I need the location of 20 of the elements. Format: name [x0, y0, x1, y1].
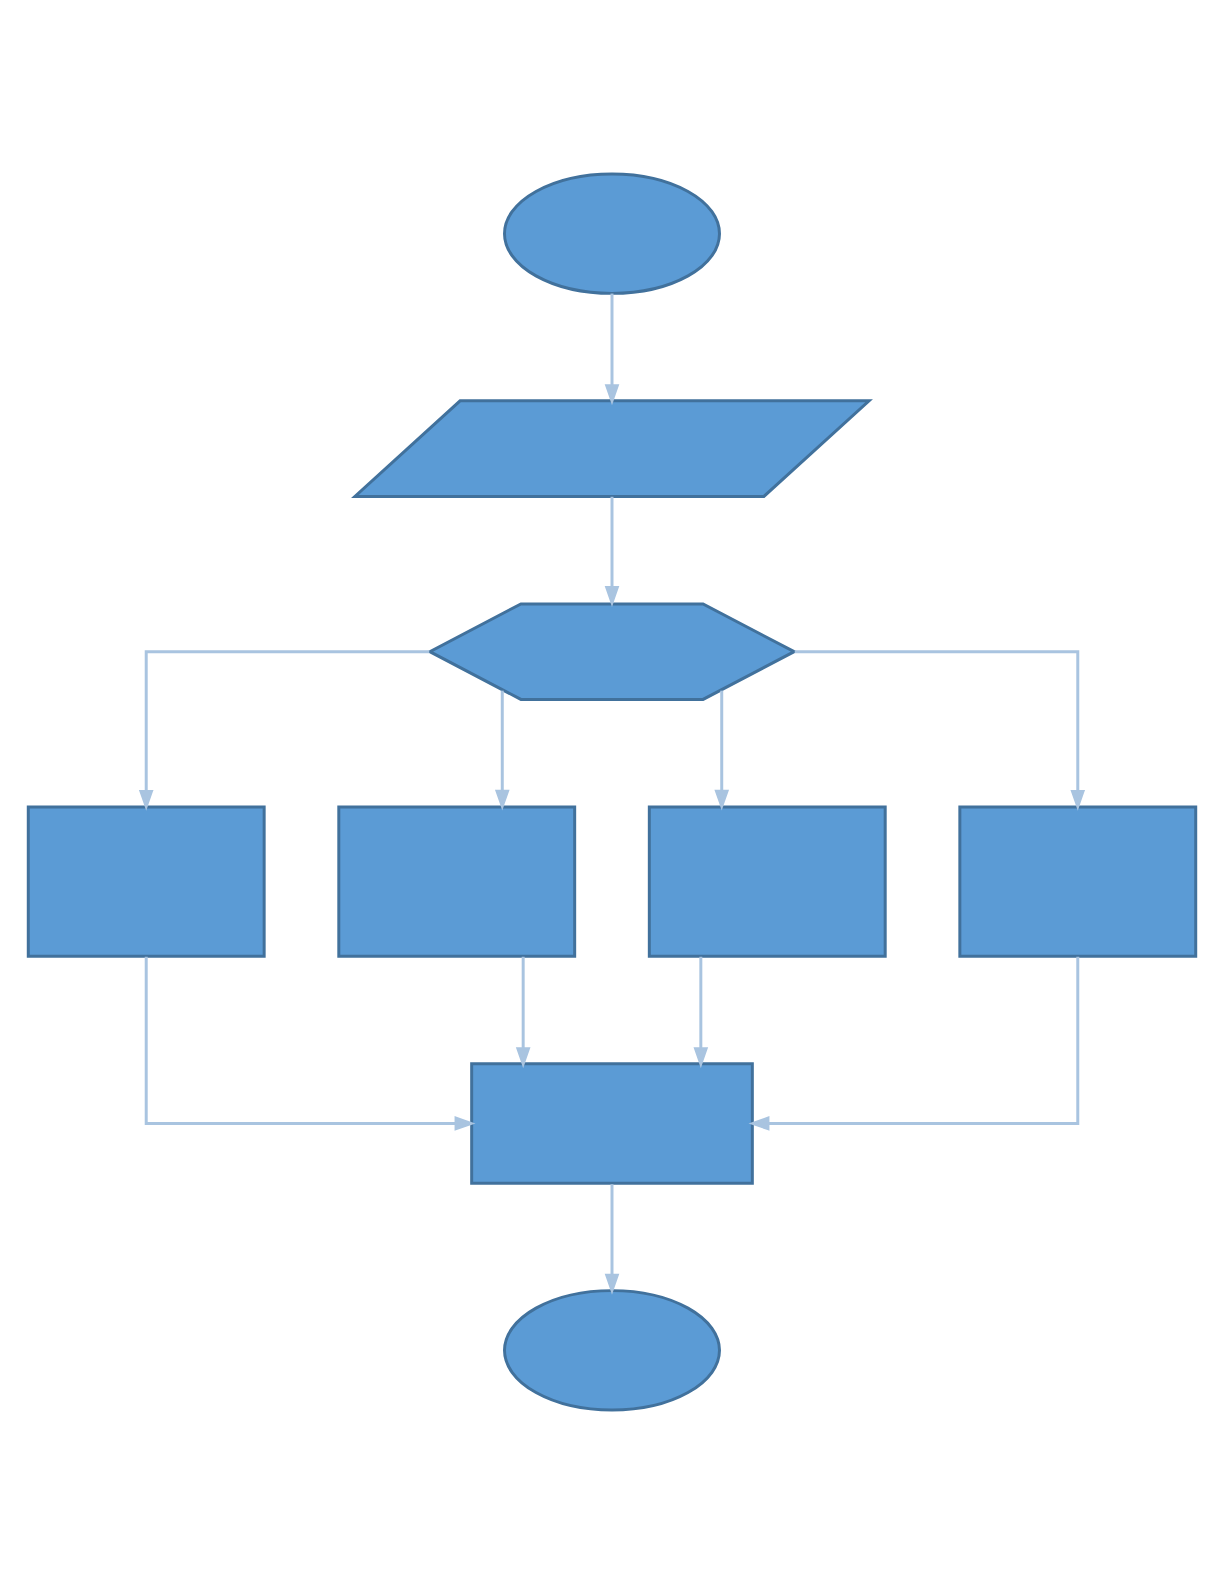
- arrow: [693, 956, 709, 1069]
- arrow: [494, 690, 510, 811]
- node-ellipse: [503, 1289, 721, 1412]
- node-box: [337, 805, 577, 958]
- node-box: [26, 805, 266, 958]
- node-document: [470, 1062, 754, 1185]
- arrow: [144, 956, 476, 1131]
- node-ellipse: [503, 172, 721, 295]
- arrow: [515, 956, 531, 1069]
- arrow: [748, 956, 1080, 1131]
- node-box: [647, 805, 887, 958]
- arrow: [604, 293, 620, 406]
- arrow: [604, 496, 620, 607]
- arrow: [138, 650, 430, 811]
- node-parallelogram: [351, 399, 873, 498]
- arrow: [794, 650, 1086, 811]
- node-hexagon: [426, 602, 798, 701]
- node-box: [958, 805, 1198, 958]
- arrow: [714, 690, 730, 811]
- arrow: [604, 1184, 620, 1295]
